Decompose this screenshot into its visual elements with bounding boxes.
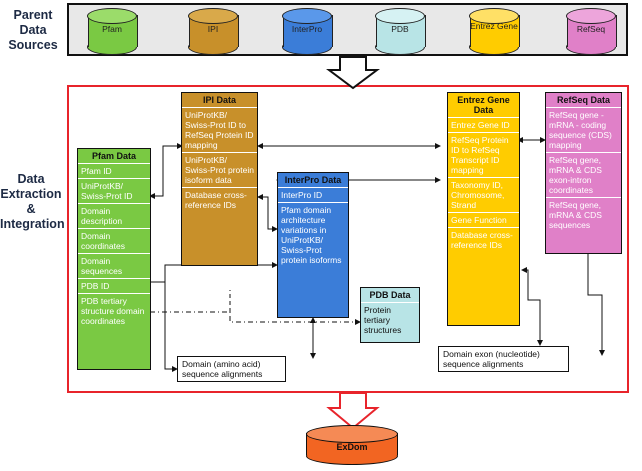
exdom-top [306, 425, 398, 443]
pfam-item: Pfam ID [78, 163, 150, 178]
cyl-top [282, 8, 332, 24]
parent-sources-band [67, 3, 628, 56]
source-label: IPI [207, 24, 219, 34]
cyl-top [469, 8, 519, 24]
refseq-exon-arrow [587, 253, 605, 356]
pdb-data-title: PDB Data [369, 290, 411, 300]
source-label: PDB [391, 24, 409, 34]
pdb-item: Protein tertiary structures [361, 302, 419, 337]
refseq-item: RefSeq gene - mRNA - coding sequence (CD… [546, 107, 621, 152]
pfam-alignment-link [164, 282, 178, 372]
refseq-exon-link [590, 253, 640, 355]
entrez-data-title: Entrez Gene Data [457, 95, 510, 115]
pfam-data-box: Pfam Data Pfam ID UniProtKB/ Swiss-Prot … [77, 148, 151, 370]
source-cylinder-ipi: IPI [188, 8, 239, 55]
interpro-data-box: InterPro Data InterPro ID Pfam domain ar… [277, 172, 349, 318]
pdb-data-box: PDB Data Protein tertiary structures [360, 287, 420, 343]
pfam-interpro-link [150, 262, 278, 283]
source-cylinder-pdb: PDB [375, 8, 426, 55]
entrez-item: Gene Function [448, 212, 519, 227]
ipi-data-title: IPI Data [202, 95, 236, 105]
entrez-item: Database cross-reference IDs [448, 227, 519, 252]
refseq-item: RefSeq gene, mRNA & CDS sequences [546, 197, 621, 232]
cyl-top [188, 8, 238, 24]
ipi-interpro-link [257, 194, 278, 232]
exdom-cylinder: ExDom [306, 425, 398, 465]
interpro-item: Pfam domain architecture variations in U… [278, 202, 348, 267]
ipi-data-box: IPI Data UniProtKB/ Swiss-Prot ID to Ref… [181, 92, 258, 266]
entrez-exon-arrow [521, 267, 543, 346]
cyl-top [375, 8, 425, 24]
source-label: RefSeq [576, 24, 606, 34]
parent-sources-label: Parent Data Sources [8, 8, 58, 52]
source-label: Pfam [102, 24, 122, 34]
entrez-item: Entrez Gene ID [448, 117, 519, 132]
pfam-item: PDB tertiary structure domain coordinate… [78, 293, 150, 328]
pfam-item: Domain description [78, 203, 150, 228]
interpro-data-title: InterPro Data [284, 175, 342, 185]
pfam-data-title: Pfam Data [91, 151, 136, 161]
interpro-item: InterPro ID [278, 187, 348, 202]
entrez-data-box: Entrez Gene Data Entrez Gene ID RefSeq P… [447, 92, 520, 326]
source-cylinder-pfam: Pfam [87, 8, 138, 55]
exdom-label: ExDom [336, 442, 368, 452]
source-cylinder-interpro: InterPro [282, 8, 333, 55]
cyl-top [566, 8, 616, 24]
source-label: InterPro [291, 24, 323, 34]
source-cylinder-entrez: Entrez Gene [469, 8, 520, 55]
exon-alignment-box: Domain exon (nucleotide) sequence alignm… [438, 346, 569, 372]
source-cylinder-refseq: RefSeq [566, 8, 617, 55]
refseq-data-box: RefSeq Data RefSeq gene - mRNA - coding … [545, 92, 622, 254]
entrez-item: Taxonomy ID, Chromosome, Strand [448, 177, 519, 212]
pfam-item: UniProtKB/ Swiss-Prot ID [78, 178, 150, 203]
cyl-top [87, 8, 137, 24]
pfam-ipi-link [149, 143, 183, 199]
sources-to-frame-arrow [326, 56, 380, 90]
source-label: Entrez Gene [470, 21, 518, 31]
pfam-item: Domain coordinates [78, 228, 150, 253]
refseq-item: RefSeq gene, mRNA & CDS exon-intron coor… [546, 152, 621, 197]
extraction-label: Data Extraction & Integration [0, 172, 65, 231]
ipi-item: Database cross-reference IDs [182, 187, 257, 212]
pfam-item: Domain sequences [78, 253, 150, 278]
frame-to-exdom-arrow [326, 392, 380, 430]
ipi-item: UniProtKB/ Swiss-Prot protein isoform da… [182, 152, 257, 187]
ipi-item: UniProtKB/ Swiss-Prot ID to RefSeq Prote… [182, 107, 257, 152]
refseq-data-title: RefSeq Data [556, 95, 610, 105]
pfam-item: PDB ID [78, 278, 150, 293]
entrez-item: RefSeq Protein ID to RefSeq Transcript I… [448, 132, 519, 177]
domain-alignment-box: Domain (amino acid) sequence alignments [177, 356, 286, 382]
